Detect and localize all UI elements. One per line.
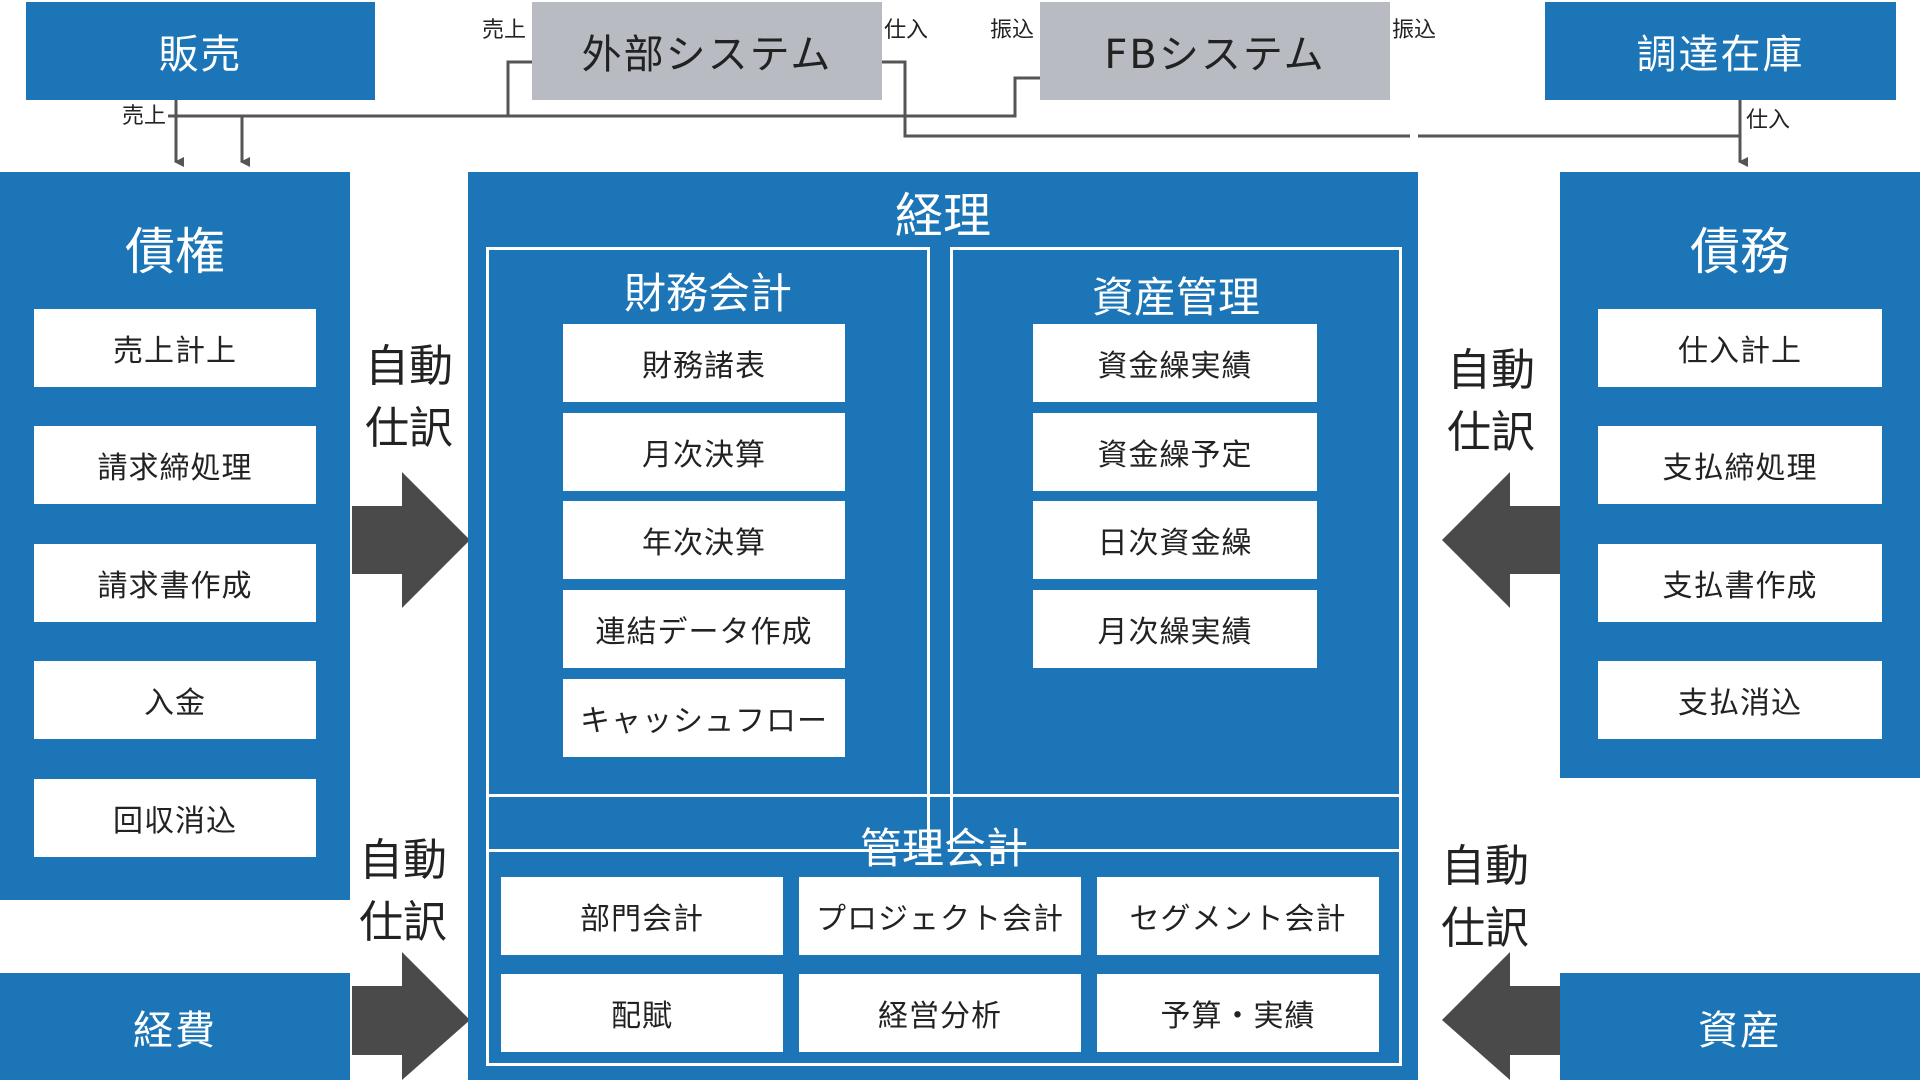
- management-item: 配賦: [501, 974, 783, 1052]
- asset-management-title: 資産管理: [1091, 273, 1260, 322]
- financial-item: 年次決算: [563, 501, 845, 579]
- fb-system-box: FBシステム: [1040, 2, 1390, 100]
- payables-step: 支払締処理: [1598, 426, 1882, 504]
- auto-journal-line2: 仕訳: [1441, 902, 1529, 954]
- receivables-step: 請求締処理: [34, 426, 316, 504]
- management-item: 予算・実績: [1097, 974, 1379, 1052]
- receivables-panel: 債権 売上計上 請求締処理 請求書作成 入金 回収消込: [0, 172, 350, 900]
- asset-management-section: 資産管理 資金繰実績 資金繰予定 日次資金繰 月次繰実績: [950, 247, 1402, 852]
- accounting-title: 経理: [894, 188, 991, 244]
- ext-sales-line: [506, 60, 532, 116]
- accounting-panel: 経理 財務会計 財務諸表 月次決算 年次決算 連結データ作成 キャッシュフロー …: [468, 172, 1418, 1080]
- auto-journal-line2: 仕訳: [365, 402, 453, 454]
- external-system-box: 外部システム: [532, 2, 882, 100]
- auto-journal-line1: 自動: [365, 341, 453, 392]
- external-system-label: 外部システム: [581, 32, 833, 78]
- purchase-line: [882, 60, 1410, 138]
- auto-journal-arrow-3: [352, 952, 470, 1080]
- assets-label: 資産: [1698, 1007, 1782, 1054]
- auto-journal-label-3: 自動仕訳: [348, 830, 458, 953]
- auto-journal-line1: 自動: [359, 835, 447, 886]
- receivables-title: 債権: [125, 223, 225, 281]
- auto-journal-label-2: 自動仕訳: [1436, 340, 1546, 463]
- management-accounting-section: 管理会計 部門会計 プロジェクト会計 セグメント会計 配賦 経営分析 予算・実績: [486, 794, 1402, 1066]
- receivables-step: 請求書作成: [34, 544, 316, 622]
- financial-item: 連結データ作成: [563, 590, 845, 668]
- financial-item: 月次決算: [563, 413, 845, 491]
- asset-item: 資金繰予定: [1033, 413, 1317, 491]
- auto-journal-arrow-2: [1442, 472, 1560, 608]
- purchase-connector-label: 仕入: [1744, 108, 1793, 133]
- payables-step: 支払消込: [1598, 661, 1882, 739]
- sales-box: 販売: [26, 2, 375, 100]
- management-item: 部門会計: [501, 877, 783, 955]
- auto-journal-line1: 自動: [1447, 345, 1535, 396]
- fb-in-label: 振込: [988, 18, 1037, 43]
- auto-journal-line1: 自動: [1441, 841, 1529, 892]
- management-accounting-title: 管理会計: [859, 824, 1028, 873]
- auto-journal-line2: 仕訳: [359, 896, 447, 948]
- auto-journal-arrow-4: [1442, 952, 1560, 1080]
- fb-out-label: 振込: [1390, 18, 1439, 43]
- financial-accounting-title: 財務会計: [623, 269, 792, 318]
- payables-step: 仕入計上: [1598, 309, 1882, 387]
- management-item: 経営分析: [799, 974, 1081, 1052]
- receivables-step: 売上計上: [34, 309, 316, 387]
- expenses-label: 経費: [133, 1007, 217, 1054]
- asset-item: 月次繰実績: [1033, 590, 1317, 668]
- payables-step: 支払書作成: [1598, 544, 1882, 622]
- auto-journal-line2: 仕訳: [1447, 406, 1535, 458]
- auto-journal-label-1: 自動仕訳: [354, 336, 464, 459]
- receivables-step: 回収消込: [34, 779, 316, 857]
- financial-item: 財務諸表: [563, 324, 845, 402]
- asset-item: 日次資金繰: [1033, 501, 1317, 579]
- sales-line: [145, 76, 1040, 118]
- procurement-label: 調達在庫: [1636, 32, 1805, 78]
- financial-item: キャッシュフロー: [563, 679, 845, 757]
- assets-box: 資産: [1560, 973, 1920, 1080]
- ext-purchase-label: 仕入: [882, 18, 931, 43]
- management-item: セグメント会計: [1097, 877, 1379, 955]
- asset-item: 資金繰実績: [1033, 324, 1317, 402]
- payables-panel: 債務 仕入計上 支払締処理 支払書作成 支払消込: [1560, 172, 1920, 778]
- sales-label: 販売: [158, 32, 243, 78]
- fb-system-label: FBシステム: [1104, 32, 1326, 78]
- sales-connector-label: 売上: [120, 104, 169, 129]
- procurement-box: 調達在庫: [1545, 2, 1896, 100]
- financial-accounting-section: 財務会計 財務諸表 月次決算 年次決算 連結データ作成 キャッシュフロー: [486, 247, 930, 852]
- receivables-step: 入金: [34, 661, 316, 739]
- expenses-box: 経費: [0, 973, 350, 1080]
- auto-journal-label-4: 自動仕訳: [1430, 836, 1540, 959]
- auto-journal-arrow-1: [352, 472, 470, 608]
- payables-title: 債務: [1690, 223, 1790, 281]
- ext-sales-label: 売上: [480, 18, 529, 43]
- management-item: プロジェクト会計: [799, 877, 1081, 955]
